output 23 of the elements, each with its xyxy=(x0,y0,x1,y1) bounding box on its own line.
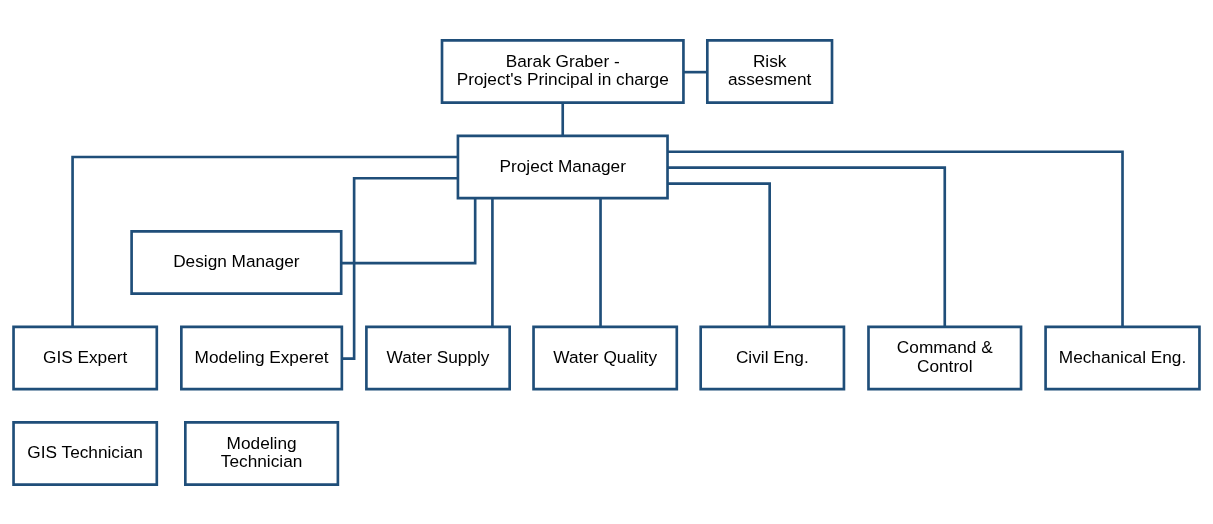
connector xyxy=(599,198,602,326)
connector xyxy=(491,198,494,326)
node-box: Project Manager xyxy=(456,134,669,199)
node-box: GIS Technician xyxy=(12,420,159,486)
node-box: Modeling Experet xyxy=(180,325,344,390)
connector xyxy=(341,198,477,264)
node-box: Barak Graber - Project's Principal in charge xyxy=(440,38,685,104)
node-box: Design Manager xyxy=(130,229,343,295)
node-box: Civil Eng. xyxy=(699,325,846,390)
node-box: GIS Expert xyxy=(12,325,159,390)
connector xyxy=(71,155,458,327)
node-box: Water Quality xyxy=(532,325,679,390)
node-box: Modeling Technician xyxy=(184,420,340,486)
node-box: Command & Control xyxy=(867,325,1023,390)
connector xyxy=(342,176,458,360)
node-box: Water Supply xyxy=(365,325,511,390)
connector xyxy=(668,149,1124,327)
connector xyxy=(683,70,707,73)
connector xyxy=(667,165,947,327)
connector xyxy=(668,181,771,327)
connector xyxy=(561,102,565,135)
node-box: Risk assesment xyxy=(706,38,834,104)
node-box: Mechanical Eng. xyxy=(1044,325,1201,390)
